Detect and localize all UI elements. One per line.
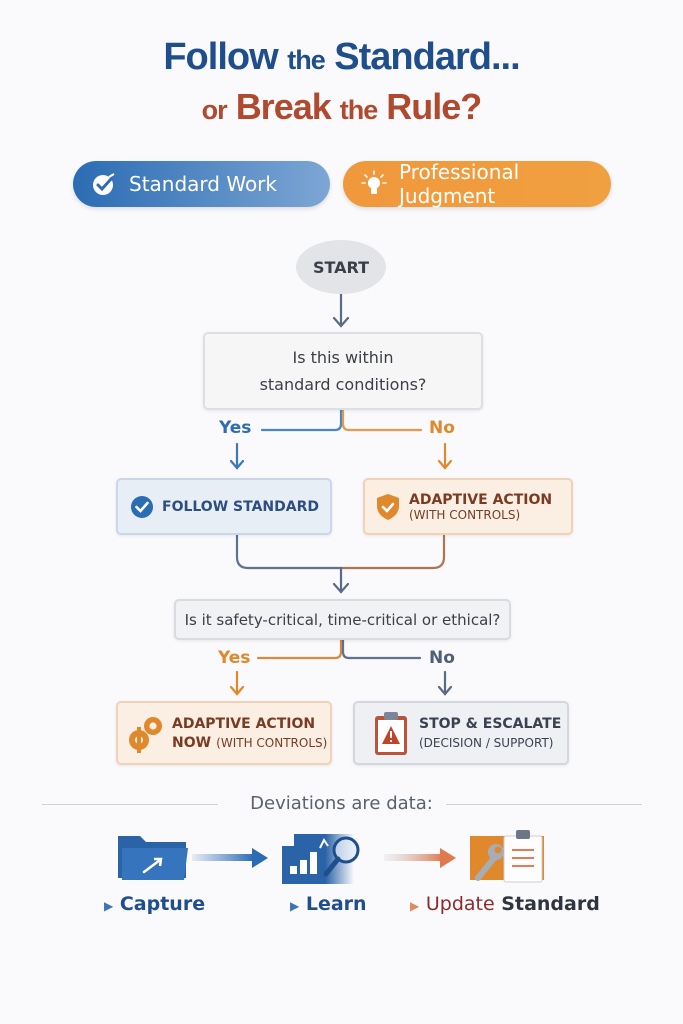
legend-label: Standard Work — [129, 172, 277, 196]
connector-q2-yes — [256, 636, 343, 660]
arrow-learn-update — [384, 848, 456, 868]
folder-arrow-icon — [116, 832, 192, 886]
box-label: ADAPTIVE ACTION — [172, 715, 316, 732]
title-line-2: or Break the Rule? — [0, 86, 683, 128]
arrowhead — [332, 582, 350, 594]
step-update-standard: ▶ Update Standard — [410, 893, 600, 915]
decision-critical: Is it safety-critical, time-critical or … — [174, 599, 511, 640]
step-label: Learn — [305, 893, 367, 915]
step-capture: ▶ Capture — [104, 893, 206, 915]
lightbulb-icon — [359, 169, 389, 199]
connector-q2-no — [341, 636, 422, 660]
legend-professional-judgment: Professional Judgment — [343, 160, 611, 208]
title-line-1: Follow the Standard... — [0, 36, 683, 79]
connector-q1-no — [341, 406, 423, 432]
title-word: the — [339, 95, 378, 125]
step-label: Standard — [501, 893, 600, 915]
connector-q1-yes — [260, 406, 343, 432]
adaptive-action-now-box: ADAPTIVE ACTION NOW (WITH CONTROLS) — [116, 701, 332, 765]
stop-escalate-box: STOP & ESCALATE (DECISION / SUPPORT) — [353, 701, 569, 765]
decision-text: standard conditions? — [259, 375, 427, 394]
check-circle-icon — [89, 169, 119, 199]
legend-label: Professional Judgment — [399, 160, 520, 208]
q1-no-label: No — [429, 418, 455, 438]
decision-text: Is this within — [292, 348, 394, 367]
box-label: FOLLOW STANDARD — [162, 498, 319, 515]
step-label: Capture — [119, 893, 206, 915]
q2-no-label: No — [429, 648, 455, 668]
gears-icon — [126, 713, 166, 753]
title-word: the — [287, 45, 325, 75]
arrowhead — [332, 316, 350, 328]
divider-right — [446, 804, 642, 805]
step-learn: ▶ Learn — [290, 893, 367, 915]
divider-left — [42, 804, 218, 805]
arrow-capture-learn — [192, 848, 268, 868]
connector-follow-merge — [235, 531, 343, 570]
follow-standard-box: FOLLOW STANDARD — [116, 478, 332, 535]
arrowhead — [229, 459, 245, 470]
title-word: Standard... — [334, 36, 520, 78]
clipboard-warning-icon — [373, 710, 409, 756]
box-sublabel: (DECISION / SUPPORT) — [419, 736, 554, 750]
start-node: START — [296, 240, 386, 294]
title-word: Break — [235, 86, 332, 127]
q1-yes-label: Yes — [219, 418, 252, 438]
adaptive-action-box: ADAPTIVE ACTION (WITH CONTROLS) — [363, 478, 573, 535]
step-label: Update — [425, 893, 495, 915]
arrowhead — [437, 459, 453, 470]
chart-magnifier-icon — [280, 832, 376, 892]
box-sublabel: (WITH CONTROLS) — [409, 507, 521, 522]
section-title: Deviations are data: — [250, 793, 433, 814]
box-label: ADAPTIVE ACTION — [409, 491, 553, 508]
check-circle-icon — [130, 495, 154, 519]
box-label: STOP & ESCALATE — [419, 716, 562, 732]
title-word: Follow — [163, 36, 278, 78]
shield-check-icon — [375, 493, 401, 521]
arrowhead — [437, 685, 453, 696]
box-sublabel: (WITH CONTROLS) — [216, 735, 328, 750]
box-label: NOW — [172, 734, 212, 751]
title-word: Rule? — [386, 86, 482, 127]
connector-adapt-merge — [339, 531, 446, 570]
decision-standard-conditions: Is this within standard conditions? — [203, 332, 483, 410]
legend-standard-work: Standard Work — [73, 161, 330, 207]
wrench-clipboard-icon — [468, 828, 548, 888]
arrowhead — [229, 685, 245, 696]
q2-yes-label: Yes — [218, 648, 251, 668]
title-word: or — [201, 95, 228, 125]
